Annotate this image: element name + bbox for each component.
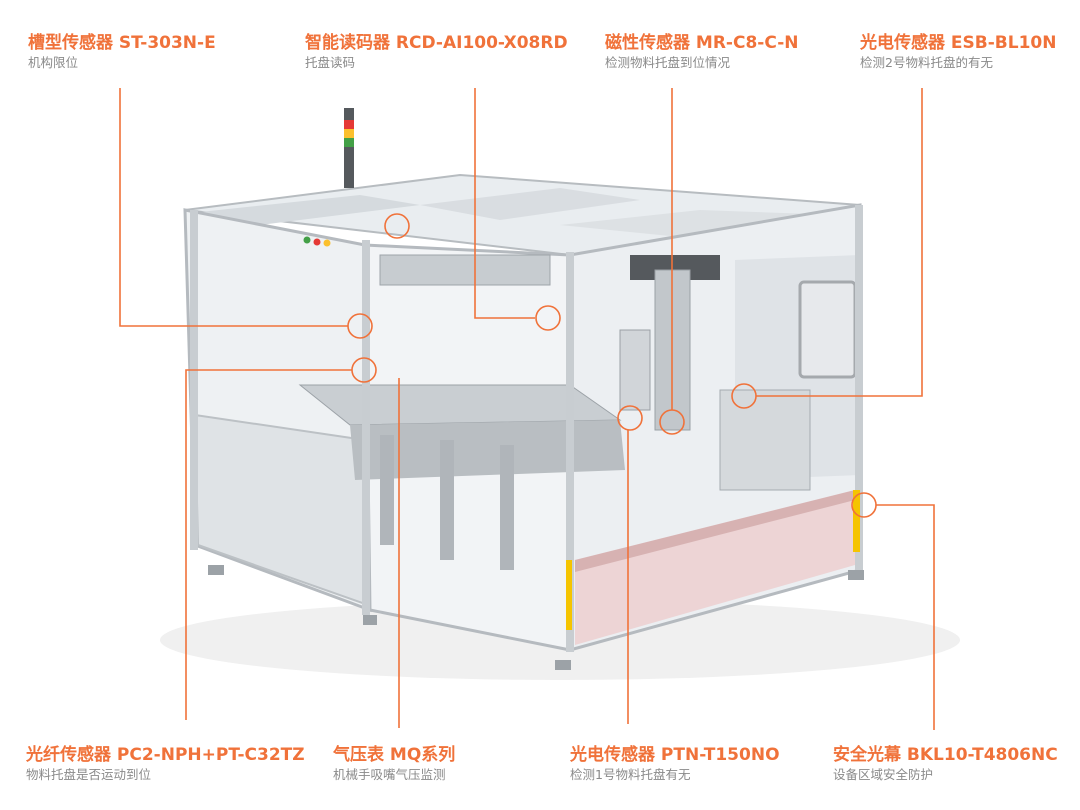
rail xyxy=(440,440,454,560)
tray-stack xyxy=(719,389,811,491)
callout-title: 光电传感器 PTN-T150NO xyxy=(570,745,780,765)
conveyor-side xyxy=(350,420,625,480)
callout-desc: 托盘读码 xyxy=(305,55,356,70)
callout-title: 安全光幕 BKL10-T4806NC xyxy=(833,745,1058,765)
leader-lines xyxy=(119,88,935,730)
callout-light-curtain: 安全光幕 BKL10-T4806NC 设备区域安全防护 xyxy=(833,744,1058,783)
callout-title: 光电传感器 ESB-BL10N xyxy=(860,33,1057,53)
leader-line-2 xyxy=(474,88,535,319)
signal-green xyxy=(344,138,354,147)
indicator-light xyxy=(313,238,321,246)
callout-pressure-gauge: 气压表 MQ系列 机械手吸嘴气压监测 xyxy=(333,744,455,783)
foot xyxy=(208,565,224,575)
roof-panel xyxy=(200,195,420,225)
gantry-beam xyxy=(379,254,551,286)
foot xyxy=(848,570,864,580)
indicator-light xyxy=(303,236,311,244)
post xyxy=(362,240,370,615)
callout-photo-sensor-1: 光电传感器 PTN-T150NO 检测1号物料托盘有无 xyxy=(570,744,780,783)
callout-title: 磁性传感器 MR-C8-C-N xyxy=(605,33,799,53)
callout-desc: 检测物料托盘到位情况 xyxy=(605,55,731,70)
post xyxy=(566,252,574,652)
callout-magnetic-sensor: 磁性传感器 MR-C8-C-N 检测物料托盘到位情况 xyxy=(605,32,799,71)
light-curtain xyxy=(853,490,860,552)
indicator-light xyxy=(323,239,331,247)
callout-title: 智能读码器 RCD-AI100-X08RD xyxy=(305,33,568,53)
callout-desc: 检测1号物料托盘有无 xyxy=(570,767,691,782)
signal-yellow xyxy=(344,129,354,138)
callout-code-reader: 智能读码器 RCD-AI100-X08RD 托盘读码 xyxy=(305,32,568,71)
lower-panel-edge xyxy=(575,490,855,572)
post xyxy=(855,205,863,575)
foot xyxy=(555,660,571,670)
callout-desc: 检测2号物料托盘的有无 xyxy=(860,55,993,70)
leader-line-1 xyxy=(119,88,348,327)
callout-desc: 机构限位 xyxy=(28,55,79,70)
callout-photo-sensor-2: 光电传感器 ESB-BL10N 检测2号物料托盘的有无 xyxy=(860,32,1056,71)
callout-title: 气压表 MQ系列 xyxy=(333,745,456,765)
callout-desc: 物料托盘是否运动到位 xyxy=(26,767,152,782)
callout-title: 光纤传感器 PC2-NPH+PT-C32TZ xyxy=(26,745,305,765)
callout-slot-sensor: 槽型传感器 ST-303N-E 机构限位 xyxy=(28,32,216,71)
robot-arm-2 xyxy=(619,329,651,411)
leader-line-8 xyxy=(876,504,935,730)
callout-fiber-sensor: 光纤传感器 PC2-NPH+PT-C32TZ 物料托盘是否运动到位 xyxy=(26,744,305,783)
lower-panel-pink xyxy=(575,490,855,645)
roof-panel xyxy=(560,210,840,240)
light-curtain xyxy=(566,560,572,630)
signal-red xyxy=(344,120,354,129)
post xyxy=(190,210,198,550)
callout-title: 槽型传感器 ST-303N-E xyxy=(28,33,216,53)
rail xyxy=(500,445,514,570)
leader-line-5 xyxy=(185,369,352,720)
callout-desc: 机械手吸嘴气压监测 xyxy=(333,767,446,782)
signal-tower xyxy=(344,108,354,188)
foot xyxy=(363,615,377,625)
rail xyxy=(380,435,394,545)
leader-line-4 xyxy=(756,88,923,397)
callout-desc: 设备区域安全防护 xyxy=(833,767,934,782)
